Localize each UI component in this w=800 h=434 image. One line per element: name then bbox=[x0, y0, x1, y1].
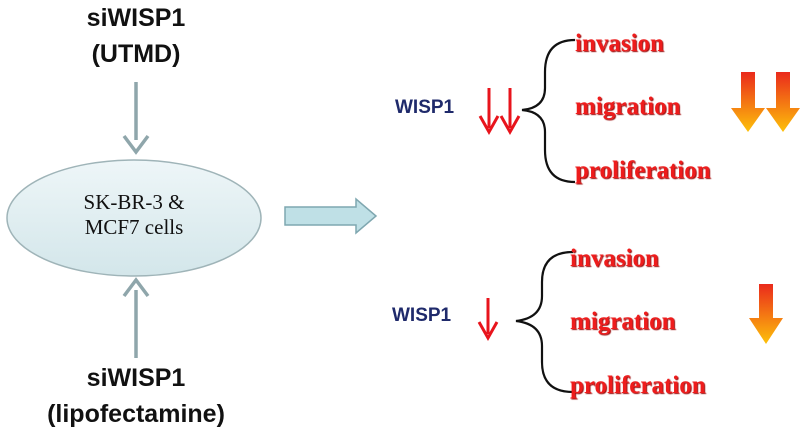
gradient-down-arrow-icon bbox=[731, 72, 765, 132]
lower-effect-invasion: invasion bbox=[570, 245, 659, 272]
lower-effect-proliferation: proliferation bbox=[570, 372, 706, 399]
red-down-arrow-icon bbox=[478, 88, 500, 136]
gradient-down-arrow-icon bbox=[749, 284, 783, 344]
upper-gene-label: WISP1 bbox=[395, 97, 455, 118]
upper-effect-migration: migration bbox=[575, 93, 681, 120]
lower-gene-label: WISP1 bbox=[392, 305, 452, 326]
bottom-treatment-label: siWISP1 (lipofectamine) bbox=[16, 360, 256, 432]
gradient-down-arrow-icon bbox=[766, 72, 800, 132]
lower-brace bbox=[515, 250, 574, 394]
bottom-treatment-method: (lipofectamine) bbox=[47, 400, 225, 428]
bottom-treatment-name: siWISP1 bbox=[86, 364, 186, 392]
cells-line-2: MCF7 cells bbox=[84, 215, 184, 240]
block-arrow bbox=[284, 197, 378, 235]
upper-effect-proliferation: proliferation bbox=[575, 157, 711, 184]
top-treatment-name: siWISP1 bbox=[86, 4, 186, 32]
top-treatment-method: (UTMD) bbox=[91, 40, 181, 68]
up-connector-arrow bbox=[122, 277, 150, 358]
cells-line-1: SK-BR-3 & bbox=[83, 190, 185, 214]
red-down-arrow-icon bbox=[477, 298, 499, 342]
red-down-arrow-icon bbox=[499, 88, 521, 136]
lower-effect-migration: migration bbox=[570, 308, 676, 335]
top-treatment-label: siWISP1 (UTMD) bbox=[36, 0, 236, 72]
cells-label: SK-BR-3 & MCF7 cells bbox=[34, 190, 234, 240]
upper-brace bbox=[521, 38, 576, 184]
upper-effect-invasion: invasion bbox=[575, 30, 664, 57]
down-connector-arrow bbox=[122, 82, 150, 155]
cells-ellipse bbox=[6, 159, 262, 277]
